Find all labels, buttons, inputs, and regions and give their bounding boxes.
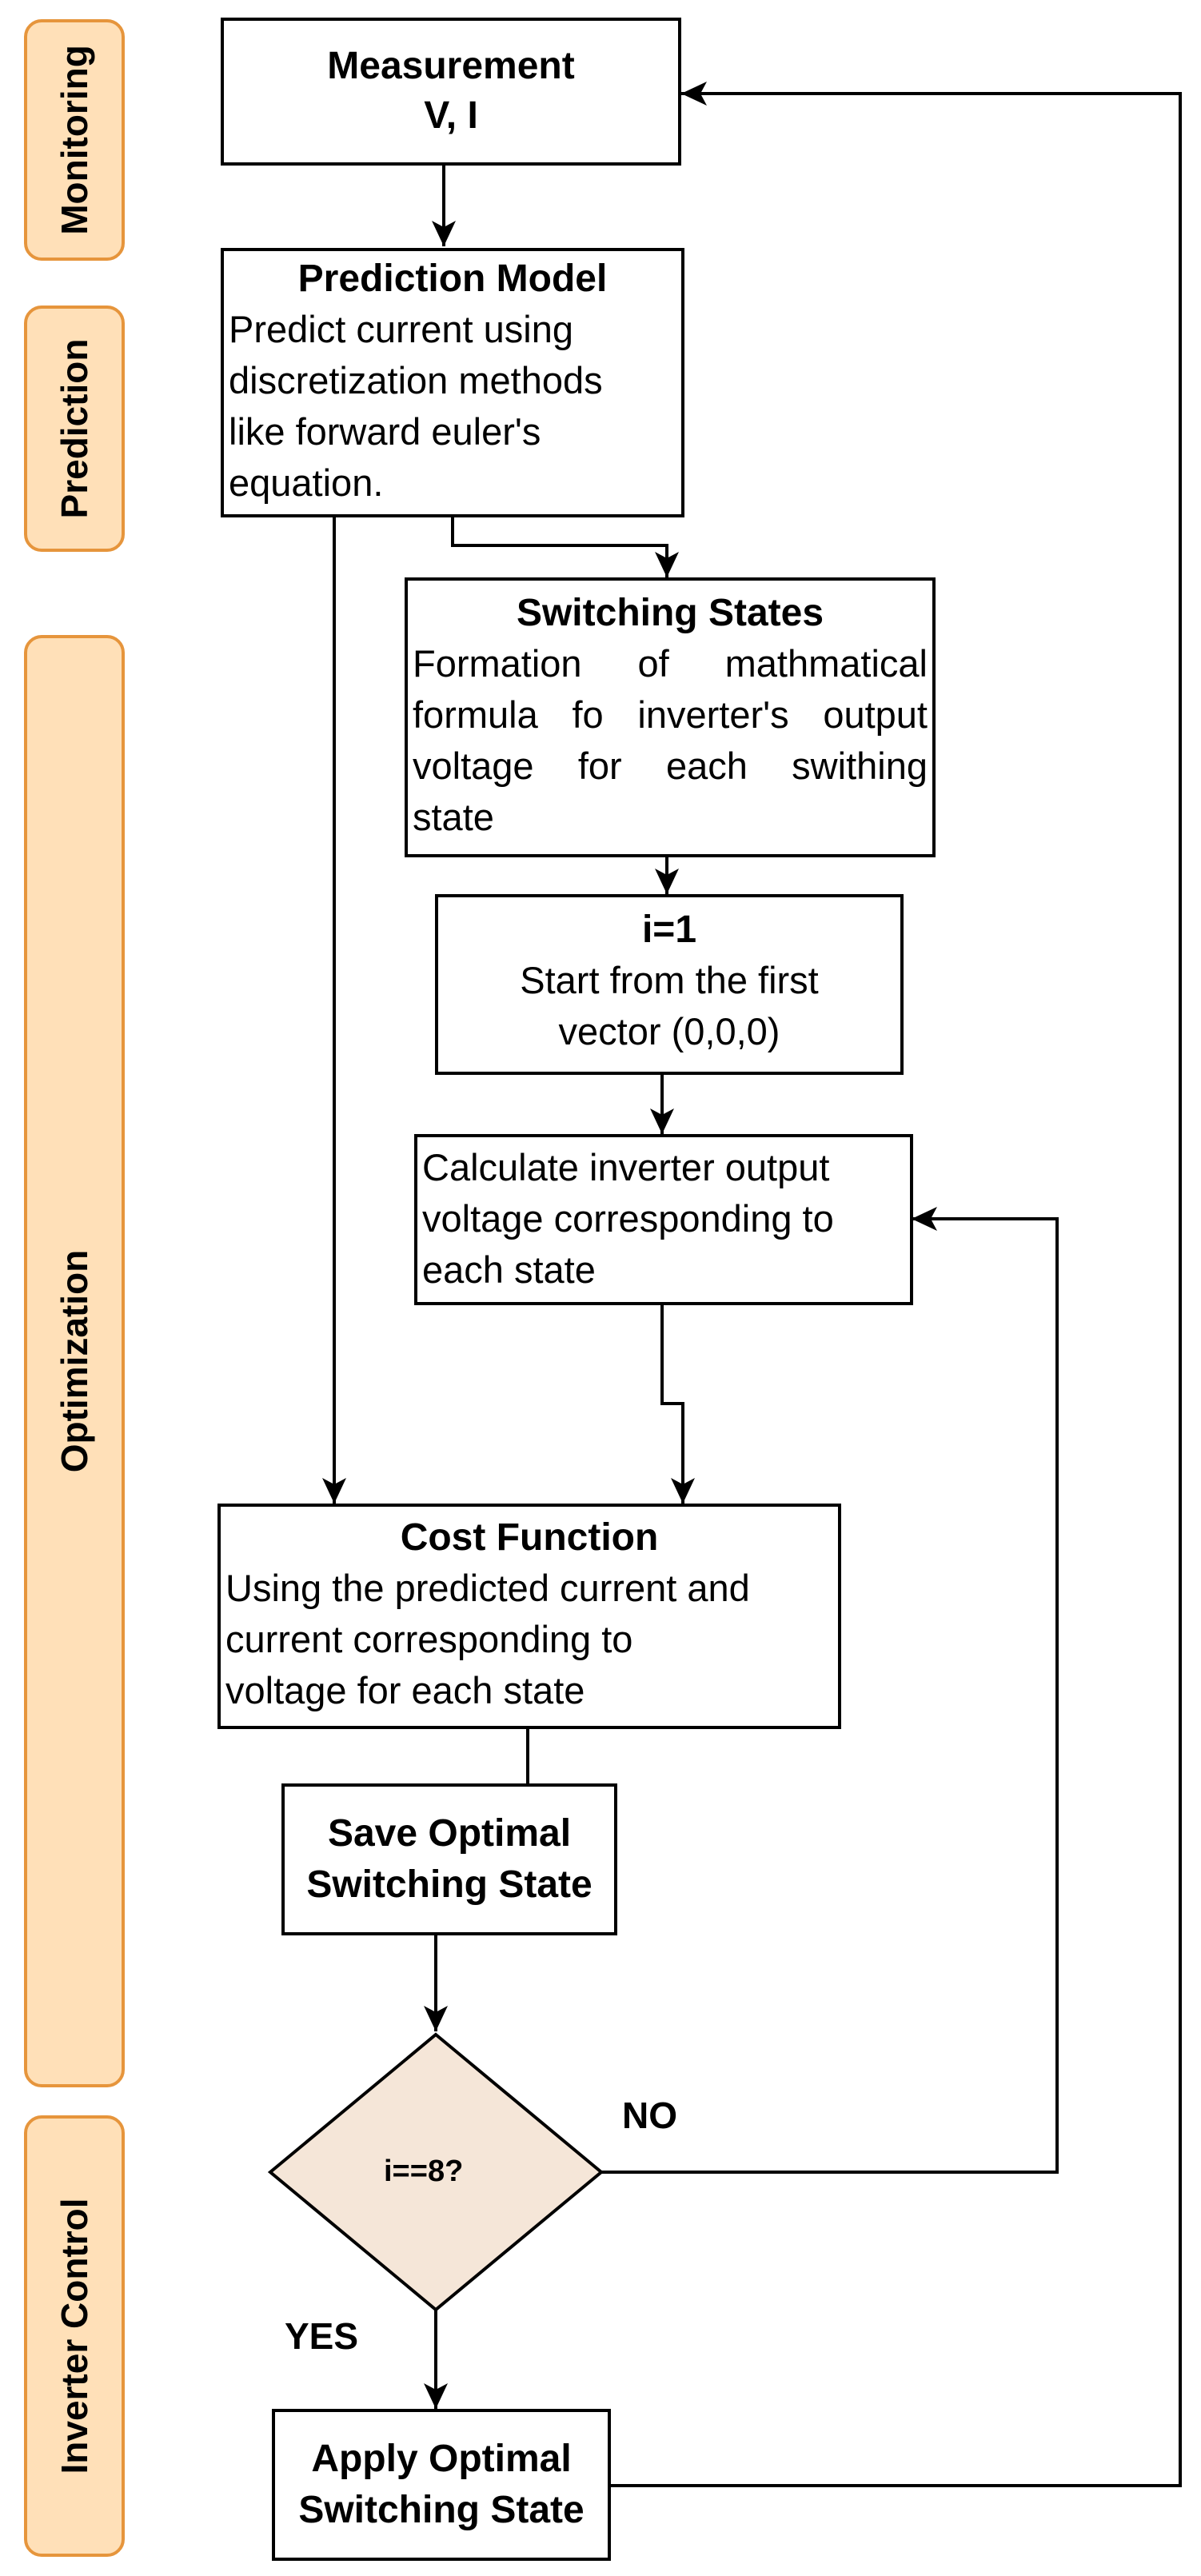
arrow-apply-feedback-loop: [609, 82, 1182, 2487]
phase-optimization: Optimization: [24, 635, 125, 2087]
switching-states-box: Switching States Formation of mathmatica…: [405, 577, 936, 857]
switching-states-line-2: formula fo inverter's output: [413, 693, 928, 736]
prediction-model-line-4: equation.: [229, 461, 384, 504]
init-counter-title: i=1: [641, 909, 697, 951]
branch-label-no: NO: [622, 2095, 677, 2136]
decision-label: i==8?: [384, 2155, 464, 2188]
save-optimal-line-2: Switching State: [306, 1863, 593, 1906]
calculate-voltage-line-3: each state: [422, 1248, 596, 1291]
phase-optimization-label: Optimization: [54, 1249, 95, 1473]
calculate-voltage-line-1: Calculate inverter output: [422, 1146, 830, 1188]
phase-monitoring-label: Monitoring: [54, 45, 95, 235]
arrow-prediction-to-switching: [451, 516, 679, 577]
cost-function-line-3: voltage for each state: [225, 1669, 585, 1711]
cost-function-box: Cost Function Using the predicted curren…: [217, 1504, 841, 1729]
save-optimal-line-1: Save Optimal: [327, 1812, 572, 1855]
switching-states-line-3: voltage for each swithing: [413, 745, 928, 787]
arrow-decision-no-loop: [601, 1207, 1059, 2174]
cost-function-line-2: current corresponding to: [225, 1618, 633, 1660]
apply-optimal-box: Apply Optimal Switching State: [272, 2409, 611, 2561]
switching-states-title: Switching States: [516, 592, 824, 634]
branch-label-yes: YES: [285, 2315, 359, 2357]
calculate-voltage-line-2: voltage corresponding to: [422, 1197, 834, 1240]
decision-diamond: [267, 2032, 604, 2312]
calculate-voltage-box: Calculate inverter output voltage corres…: [414, 1134, 913, 1305]
phase-monitoring: Monitoring: [24, 19, 125, 261]
measurement-box: Measurement V, I: [221, 18, 681, 166]
cost-function-title: Cost Function: [400, 1516, 659, 1559]
switching-states-line-4: state: [413, 796, 494, 838]
cost-function-line-1: Using the predicted current and: [225, 1567, 750, 1609]
init-counter-line-2: vector (0,0,0): [558, 1010, 780, 1052]
save-optimal-box: Save Optimal Switching State: [281, 1783, 617, 1935]
phase-inverter-control-label: Inverter Control: [54, 2198, 95, 2474]
apply-optimal-line-1: Apply Optimal: [311, 2438, 572, 2480]
measurement-title: Measurement: [327, 45, 575, 87]
measurement-variables: V, I: [424, 94, 478, 137]
prediction-model-box: Prediction Model Predict current using d…: [221, 248, 684, 517]
prediction-model-line-3: like forward euler's: [229, 410, 541, 453]
prediction-model-line-2: discretization methods: [229, 359, 603, 401]
phase-prediction-label: Prediction: [54, 338, 95, 519]
init-counter-box: i=1 Start from the first vector (0,0,0): [435, 894, 904, 1075]
phase-inverter-control: Inverter Control: [24, 2115, 125, 2557]
phase-prediction: Prediction: [24, 306, 125, 552]
apply-optimal-line-2: Switching State: [298, 2489, 585, 2531]
init-counter-line-1: Start from the first: [520, 959, 819, 1001]
switching-states-line-1: Formation of mathmatical: [413, 642, 928, 685]
prediction-model-title: Prediction Model: [297, 258, 608, 300]
prediction-model-line-1: Predict current using: [229, 308, 574, 350]
arrow-calculate-to-cost: [660, 1304, 695, 1504]
